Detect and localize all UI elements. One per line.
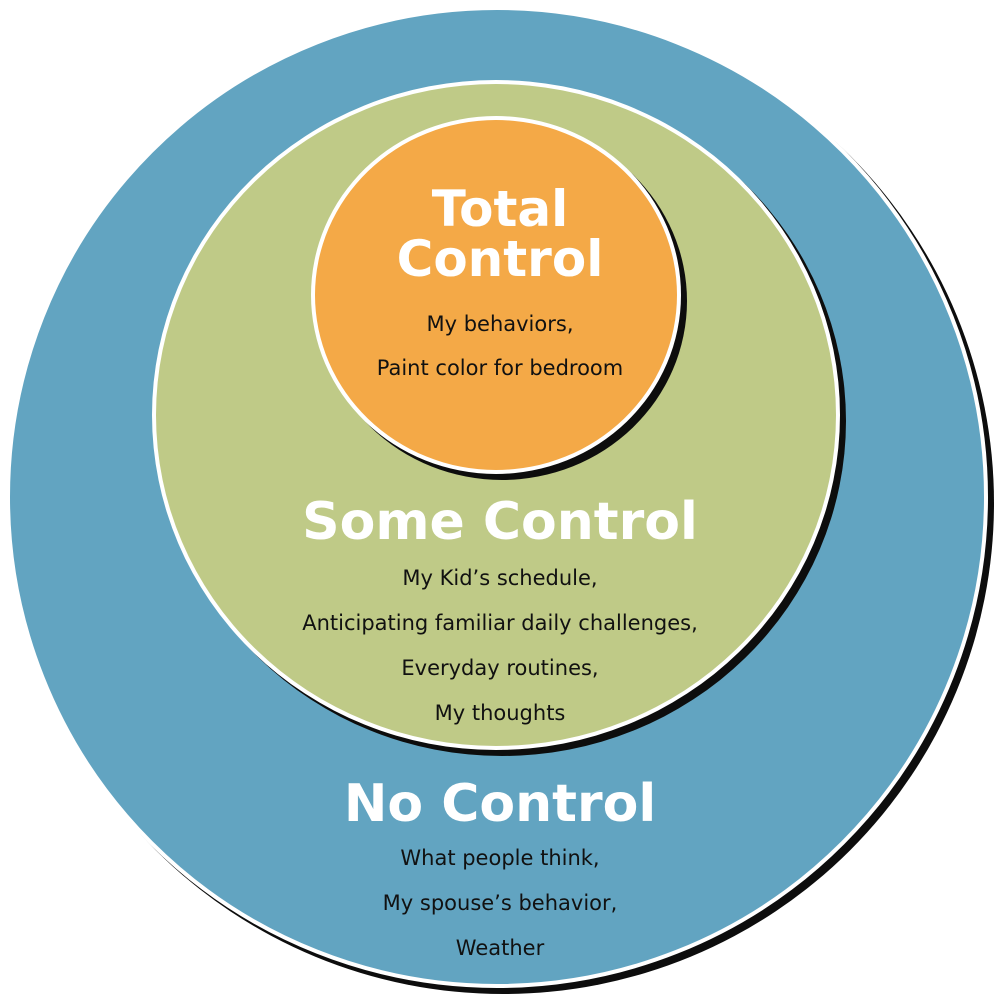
total-control-heading: Total Control — [300, 184, 700, 284]
total-control-heading-line2: Control — [396, 230, 604, 288]
no-control-item: What people think, — [400, 846, 600, 870]
total-control-item: Paint color for bedroom — [376, 356, 624, 380]
some-control-list: My Kid’s schedule, Anticipating familiar… — [0, 556, 1000, 736]
total-control-list: My behaviors, Paint color for bedroom — [0, 302, 1000, 390]
total-control-circle — [311, 116, 681, 474]
no-control-item: Weather — [455, 936, 545, 960]
no-control-heading: No Control — [343, 774, 657, 834]
no-control-item: My spouse’s behavior, — [382, 891, 618, 915]
some-control-item: My thoughts — [434, 701, 566, 725]
no-control-list: What people think, My spouse’s behavior,… — [0, 836, 1000, 971]
total-control-heading-line1: Total — [431, 180, 569, 238]
some-control-item: My Kid’s schedule, — [402, 566, 598, 590]
total-control-item: My behaviors, — [426, 312, 574, 336]
some-control-heading: Some Control — [302, 492, 698, 552]
some-control-item: Everyday routines, — [401, 656, 599, 680]
some-control-item: Anticipating familiar daily challenges, — [302, 611, 698, 635]
